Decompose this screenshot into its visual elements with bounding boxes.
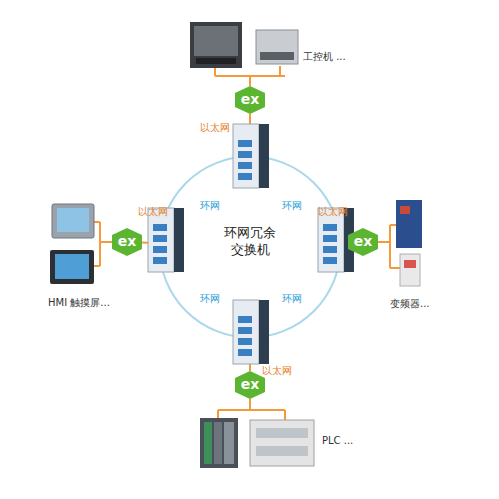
switch-body: [233, 300, 259, 364]
switch-port: [238, 316, 252, 323]
switch-port: [238, 338, 252, 345]
edge-label: 以太网: [262, 364, 292, 378]
hub-text: ex: [348, 232, 378, 250]
ring-label: 环网: [200, 199, 220, 213]
hmi-screen: [55, 254, 89, 279]
ex-hub: ex: [235, 371, 265, 399]
hub-text: ex: [235, 90, 265, 108]
switch-port: [153, 257, 167, 264]
switch-port: [153, 246, 167, 253]
ring-switch: [148, 208, 184, 272]
hex-shape: [235, 371, 265, 399]
switch-port: [238, 162, 252, 169]
ex-hub: ex: [348, 228, 378, 256]
hmi-frame: [50, 250, 94, 284]
switch-side: [259, 300, 269, 364]
plc-module: [204, 422, 212, 464]
ethernet-wiring: [94, 66, 400, 420]
industrial-pc: [190, 22, 298, 68]
device-label: HMI 触摸屏...: [48, 296, 110, 310]
hex-shape: [348, 228, 378, 256]
box-pc: [256, 30, 298, 64]
hub-text: ex: [235, 375, 265, 393]
rack-drawer: [196, 58, 236, 64]
small-inverter: [400, 254, 420, 286]
plc-terminals: [256, 428, 308, 438]
rack-panel: [194, 26, 238, 56]
device-label: 工控机 ...: [303, 50, 346, 64]
inverter-cabinet: [396, 200, 422, 248]
ring-circle: [160, 157, 341, 338]
plc-module: [214, 422, 222, 464]
inverter-display: [404, 260, 416, 268]
rack-pc: [190, 22, 242, 68]
ex-hub: ex: [112, 228, 142, 256]
switch-port: [238, 173, 252, 180]
plc-terminals: [256, 446, 308, 456]
switch-port: [323, 257, 337, 264]
hex-shape: [112, 228, 142, 256]
ring-switch: [233, 300, 269, 364]
edge-label: 以太网: [200, 121, 230, 135]
hex-shape: [235, 86, 265, 114]
top-wire: [215, 66, 285, 86]
hmi-frame: [52, 204, 94, 238]
plc-rack: [200, 418, 238, 468]
switch-body: [318, 208, 344, 272]
switch-port: [323, 246, 337, 253]
ring-label: 环网: [200, 292, 220, 306]
switch-port: [153, 235, 167, 242]
edge-label: 以太网: [138, 205, 168, 219]
box-pc-ports: [260, 52, 294, 60]
switch-port: [238, 349, 252, 356]
switch-side: [174, 208, 184, 272]
left-wire: [94, 222, 112, 266]
switch-side: [259, 124, 269, 188]
switch-port: [238, 327, 252, 334]
hmi-screens: [50, 204, 94, 284]
edge-label: 以太网: [318, 205, 348, 219]
switch-port: [323, 235, 337, 242]
plc-module: [224, 422, 234, 464]
switch-body: [233, 124, 259, 188]
ex-hub: ex: [235, 86, 265, 114]
device-label: PLC ...: [322, 435, 353, 446]
switch-port: [323, 224, 337, 231]
hub-text: ex: [112, 232, 142, 250]
inverter-panel: [400, 206, 410, 214]
switch-port: [238, 140, 252, 147]
plc-units: [200, 418, 314, 468]
switch-body: [148, 208, 174, 272]
inverters: [396, 200, 422, 286]
switch-port: [238, 151, 252, 158]
ring-title: 环网冗余 交换机: [220, 225, 280, 259]
ring-switch: [233, 124, 269, 188]
hmi-screen: [57, 208, 89, 232]
ring-label: 环网: [282, 199, 302, 213]
ring-label: 环网: [282, 292, 302, 306]
bottom-wire: [218, 399, 285, 420]
plc-compact: [250, 420, 314, 466]
device-label: 变频器...: [390, 297, 430, 311]
switch-port: [153, 224, 167, 231]
